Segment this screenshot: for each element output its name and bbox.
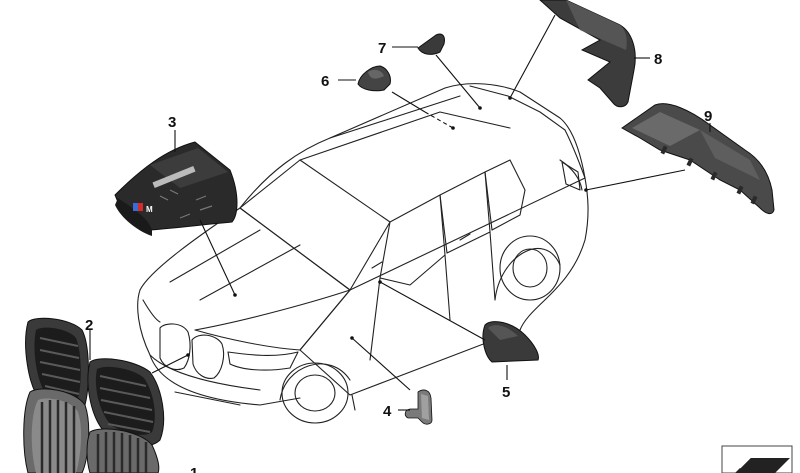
engine-cover-badge: M xyxy=(146,205,153,214)
trim-clip xyxy=(404,389,433,425)
mirror-cap xyxy=(482,321,539,363)
callout-4: 4 xyxy=(383,403,392,420)
vehicle-outline xyxy=(137,83,589,424)
kidney-grille-lower xyxy=(23,388,160,473)
diagram-symbol-icon xyxy=(721,445,793,473)
callout-7: 7 xyxy=(378,40,386,57)
callout-1: 1 xyxy=(190,465,198,473)
callout-2: 2 xyxy=(85,317,93,334)
callout-6: 6 xyxy=(321,73,329,90)
fin-cover xyxy=(417,33,445,55)
roof-spoiler xyxy=(539,0,636,108)
leader-lines xyxy=(89,14,711,411)
callout-8: 8 xyxy=(654,51,662,68)
kidney-grille-upper xyxy=(25,317,165,447)
callout-9: 9 xyxy=(704,108,712,125)
callout-5: 5 xyxy=(502,384,510,401)
antenna-cover xyxy=(357,65,391,92)
rear-diffuser xyxy=(621,103,775,215)
engine-cover: M xyxy=(114,141,238,236)
callout-labels: 2 3 4 5 6 7 8 9 1 xyxy=(85,40,712,473)
callout-3: 3 xyxy=(168,114,176,131)
